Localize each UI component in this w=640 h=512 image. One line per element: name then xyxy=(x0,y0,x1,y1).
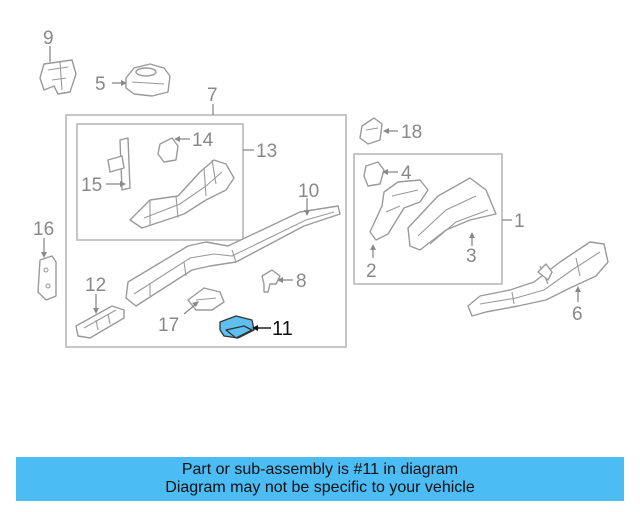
callout-12: 12 xyxy=(85,275,106,296)
callout-2: 2 xyxy=(366,261,377,282)
part-18[interactable] xyxy=(359,117,383,145)
callout-16: 16 xyxy=(33,219,54,240)
part-12[interactable] xyxy=(75,305,125,339)
callout-7: 7 xyxy=(207,85,218,106)
callout-1: 1 xyxy=(514,211,525,232)
callout-3: 3 xyxy=(466,246,477,267)
part-11-highlighted[interactable] xyxy=(219,315,255,339)
callout-15: 15 xyxy=(81,175,102,196)
callout-13: 13 xyxy=(256,141,277,162)
group-box-1 xyxy=(353,153,503,285)
callout-17: 17 xyxy=(158,315,179,336)
callout-6: 6 xyxy=(572,304,583,325)
callout-11: 11 xyxy=(272,318,293,340)
callout-10: 10 xyxy=(298,181,319,202)
leader-17 xyxy=(183,303,197,315)
part-16[interactable] xyxy=(37,255,57,301)
info-banner: Part or sub-assembly is #11 in diagram D… xyxy=(16,457,624,501)
callout-5: 5 xyxy=(95,74,106,95)
part-9[interactable] xyxy=(39,59,77,95)
group-box-7 xyxy=(65,114,347,348)
part-8[interactable] xyxy=(261,269,281,293)
group-box-13 xyxy=(76,123,244,241)
part-4[interactable] xyxy=(363,161,385,187)
banner-line-2: Diagram may not be specific to your vehi… xyxy=(165,479,475,496)
part-3[interactable] xyxy=(407,177,497,251)
callout-8: 8 xyxy=(296,271,307,292)
parts-diagram: 9 5 7 18 14 13 15 10 xyxy=(33,28,609,348)
part-10[interactable] xyxy=(125,205,341,307)
part-6[interactable] xyxy=(467,241,609,317)
part-13-assembly[interactable] xyxy=(107,137,235,229)
banner-line-1: Part or sub-assembly is #11 in diagram xyxy=(181,461,459,478)
part-14[interactable] xyxy=(157,137,179,163)
callout-18: 18 xyxy=(401,122,422,143)
callout-14: 14 xyxy=(192,130,214,151)
callout-9: 9 xyxy=(43,28,54,49)
part-5[interactable] xyxy=(125,63,171,97)
part-2[interactable] xyxy=(369,179,429,241)
callout-4: 4 xyxy=(401,163,412,184)
